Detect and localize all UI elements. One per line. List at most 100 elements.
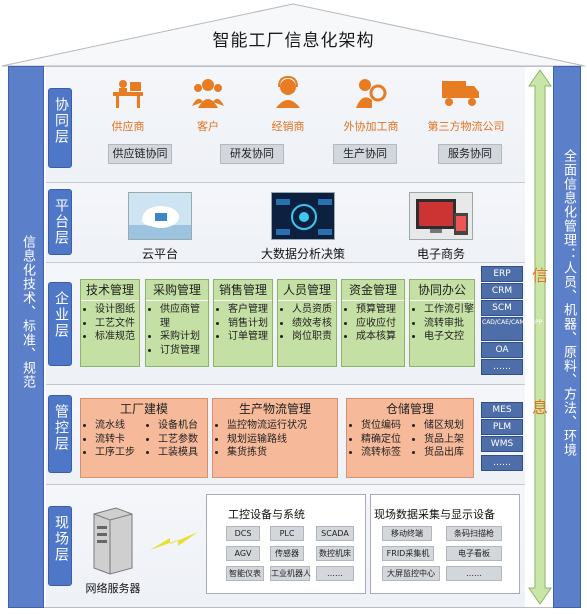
module-item: 工装模具 [158, 446, 207, 460]
module-item: 储区规划 [424, 419, 473, 433]
device-dcs: DCS [226, 526, 260, 541]
platform-layer-label: 平台层 [48, 189, 72, 255]
arrow-label-top: 信 [532, 266, 549, 285]
device-smart-meter: 智能仪表 [226, 566, 264, 581]
party-logistics: 第三方物流公司 [427, 120, 505, 133]
device-rfid-collector: FRID采集机 [382, 546, 434, 561]
ecommerce-image [409, 192, 473, 240]
module-tech-mgmt: 技术管理 设计图纸工艺文件标准规范 [80, 279, 140, 367]
module-finance-mgmt: 资金管理 预算管理应收应付成本核算 [341, 279, 405, 367]
right-sidebar-text: 全面信息化管理：人员、机器、原料、方法、环境 [561, 149, 576, 457]
system-crm: CRM [481, 283, 523, 299]
module-item: 人员资质 [292, 303, 336, 317]
module-item: 设备机台 [158, 419, 207, 433]
left-sidebar: 信息化技术、标准、规范 [8, 66, 44, 608]
module-item: 销售计划 [228, 317, 272, 331]
device-cnc: 数控机床 [316, 546, 354, 561]
server-icon [93, 507, 133, 575]
system-oa: OA [481, 342, 523, 358]
module-title: 人员管理 [278, 280, 336, 301]
dealer-icon [276, 76, 300, 108]
device-more: …… [446, 566, 502, 581]
module-item: 精确定位 [361, 433, 410, 447]
supplier-icon [113, 80, 143, 108]
acquisition-title: 现场数据采集与显示设备 [374, 508, 495, 521]
module-title: 技术管理 [81, 280, 139, 301]
device-scada: SCADA [316, 526, 354, 541]
module-item: 工序工步 [95, 446, 144, 460]
module-warehouse-mgmt: 仓储管理 货位编码精确定位流转标签 储区规划货品上架货品出库 [346, 398, 474, 478]
device-plc: PLC [270, 526, 304, 541]
tag-supply-chain-collab: 供应链协同 [108, 144, 172, 164]
field-layer-label: 现场层 [48, 506, 72, 586]
system-scm: SCM [481, 300, 523, 316]
device-robot: 工业机器人 [270, 566, 311, 581]
module-item: 岗位职责 [292, 330, 336, 344]
module-title: 采购管理 [146, 280, 208, 301]
device-agv: AGV [226, 546, 260, 561]
module-title: 生产物流管理 [238, 402, 311, 416]
module-title: 工厂建模 [119, 402, 168, 416]
party-customer: 客户 [197, 120, 219, 133]
device-e-board: 电子看板 [446, 546, 502, 561]
party-supplier: 供应商 [111, 120, 145, 133]
platform-ecommerce-label: 电子商务 [416, 247, 465, 261]
collab-layer-label: 协同层 [48, 88, 72, 168]
system-wms: WMS [481, 436, 523, 452]
module-item: 绩效考核 [292, 317, 336, 331]
module-item: 应收应付 [356, 317, 404, 331]
module-item: 标准规范 [95, 330, 139, 344]
module-office-collab: 协同办公 工作流引擎流转审批电子文控 [409, 279, 475, 367]
module-personnel-mgmt: 人员管理 人员资质绩效考核岗位职责 [277, 279, 337, 367]
module-item: 监控物流运行状况 [227, 419, 337, 433]
module-item: 客户管理 [228, 303, 272, 317]
outsource-processor-icon [356, 79, 387, 108]
module-item: 工艺参数 [158, 433, 207, 447]
module-item: 流转审批 [424, 317, 474, 331]
platform-cloud-label: 云平台 [141, 247, 178, 261]
module-production-logistics: 生产物流管理 监控物流运行状况规划运输路线集货拣货 [212, 398, 338, 478]
module-item: 流水线 [95, 419, 144, 433]
device-sensor: 传感器 [270, 546, 304, 561]
system-more: …… [481, 359, 523, 375]
platform-bigdata-label: 大数据分析决策 [260, 247, 345, 261]
module-title: 资金管理 [342, 280, 404, 301]
module-item: 订单管理 [228, 330, 272, 344]
module-item: 货品上架 [424, 433, 473, 447]
customer-icon [192, 79, 224, 108]
right-sidebar: 全面信息化管理：人员、机器、原料、方法、环境 [553, 66, 581, 608]
server-label: 网络服务器 [85, 582, 141, 595]
logistics-truck-icon [442, 81, 479, 106]
module-item: 设计图纸 [95, 303, 139, 317]
module-item: 预算管理 [356, 303, 404, 317]
module-item: 规划运输路线 [227, 433, 337, 447]
party-dealer: 经销商 [271, 120, 305, 133]
module-item: 电子文控 [424, 330, 474, 344]
module-item: 流转卡 [95, 433, 144, 447]
tag-service-collab: 服务协同 [438, 144, 502, 164]
tag-rd-collab: 研发协同 [220, 144, 284, 164]
module-item: 供应商管理 [160, 303, 208, 330]
equipment-title: 工控设备与系统 [228, 508, 305, 521]
module-title: 协同办公 [410, 280, 474, 301]
system-cad-cae: CAD/CAE/CAM/CAPP [481, 317, 542, 341]
module-purchase-mgmt: 采购管理 供应商管理采购计划订货管理 [145, 279, 209, 367]
diagram-title: 智能工厂信息化架构 [212, 31, 375, 51]
device-mobile-terminal: 移动终端 [382, 526, 432, 541]
party-outsource-processor: 外协加工商 [343, 120, 399, 133]
module-item: 货品出库 [424, 446, 473, 460]
device-more: …… [316, 566, 354, 581]
arrow-label-bottom: 息 [532, 398, 549, 417]
module-item: 订货管理 [160, 344, 208, 358]
module-item: 成本核算 [356, 330, 404, 344]
system-mes: MES [481, 402, 523, 418]
double-arrow-icon [528, 69, 552, 605]
tag-production-collab: 生产协同 [333, 144, 397, 164]
module-title: 仓储管理 [385, 402, 434, 416]
system-erp: ERP [481, 266, 523, 282]
cloud-platform-image [128, 192, 192, 240]
enterprise-layer-label: 企业层 [48, 282, 72, 366]
module-factory-modeling: 工厂建模 流水线流转卡工序工步 设备机台工艺参数工装模具 [80, 398, 208, 478]
module-item: 流转标签 [361, 446, 410, 460]
